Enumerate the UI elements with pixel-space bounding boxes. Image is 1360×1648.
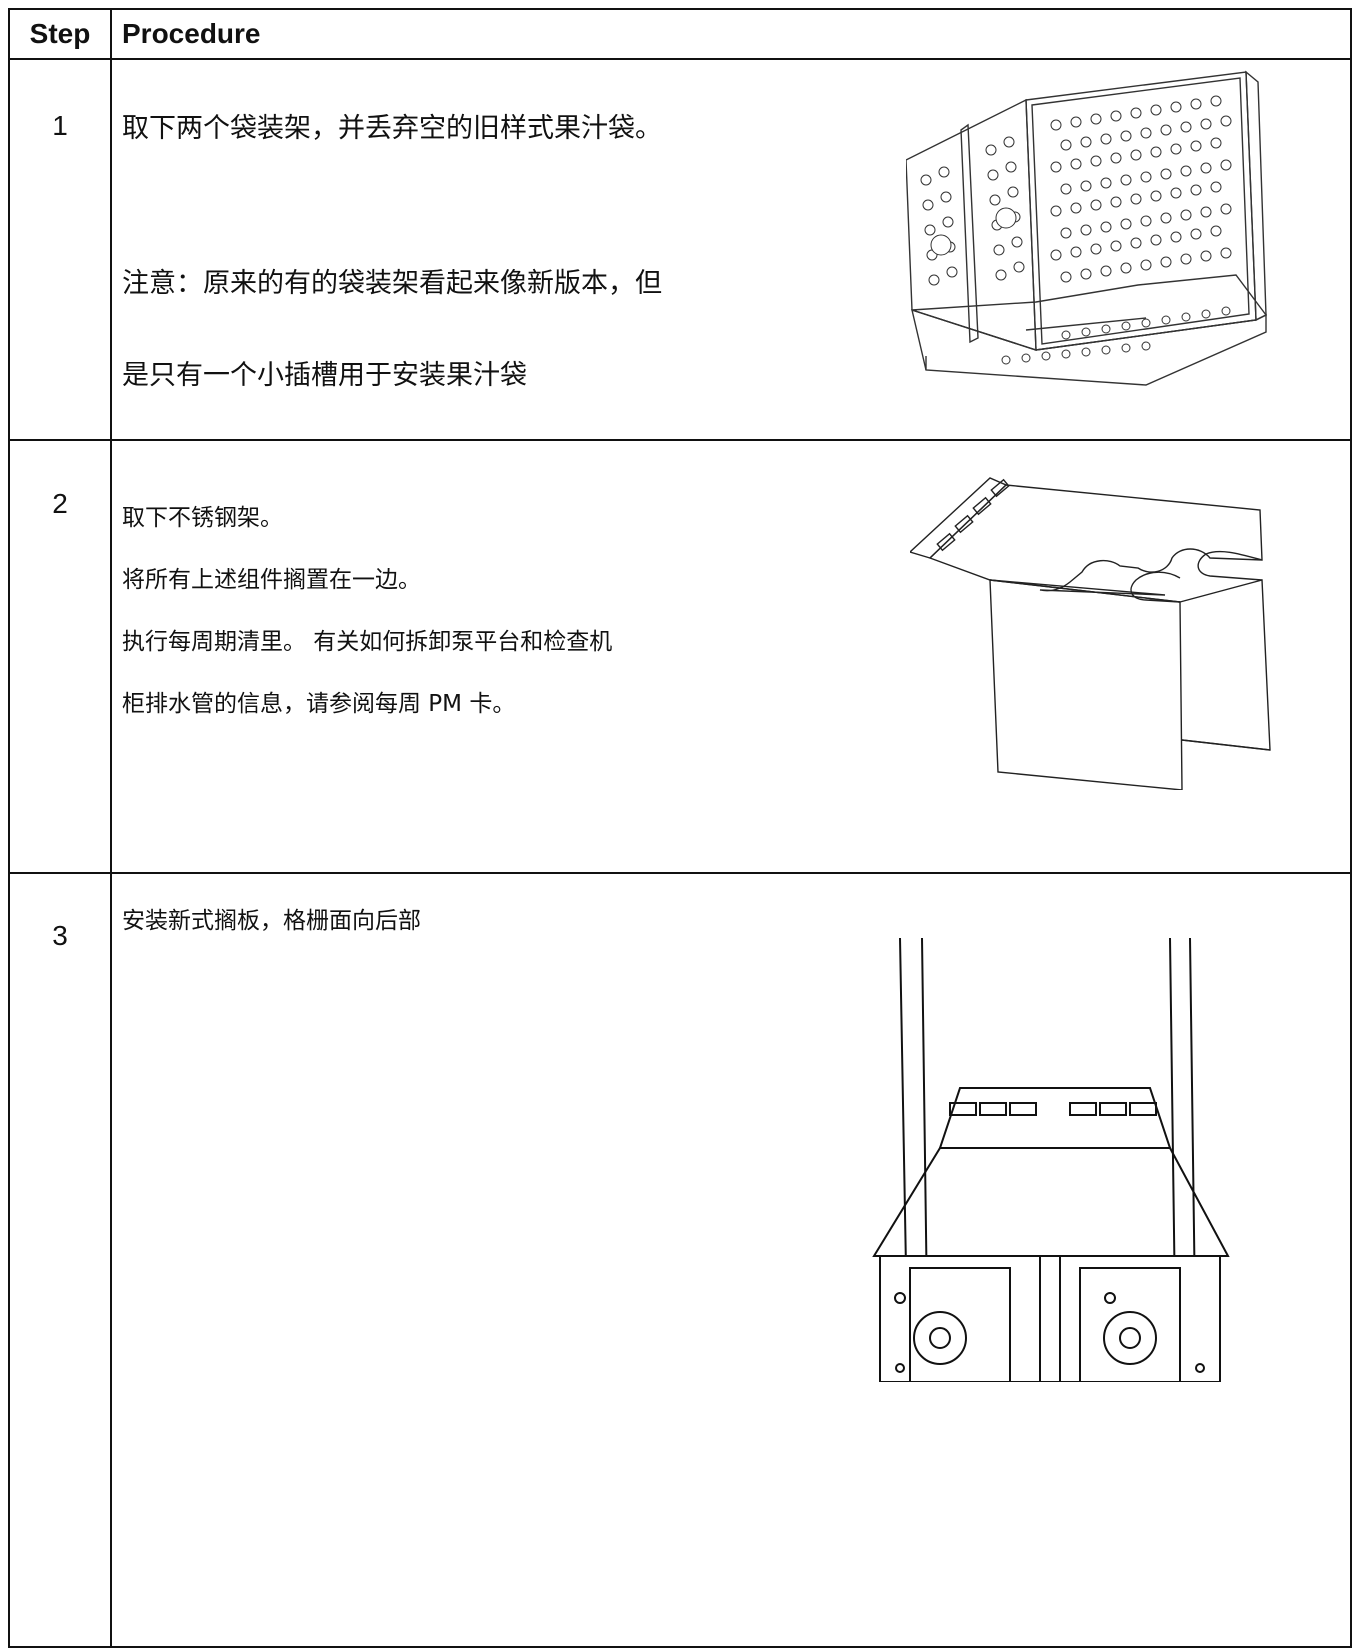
header-step: Step: [29, 18, 91, 49]
row-divider-2: [10, 872, 1350, 874]
step-2-line: 柜排水管的信息，请参阅每周 PM 卡。: [122, 691, 516, 717]
step-number: 3: [52, 920, 68, 951]
header-divider: [10, 58, 1350, 60]
bag-rack-illustration: [906, 70, 1298, 390]
step-1-note-line: 是只有一个小插槽用于安装果汁袋: [122, 360, 527, 391]
new-shelf-illustration: [870, 938, 1230, 1382]
column-divider: [110, 10, 112, 1646]
stainless-shelf-illustration: [910, 450, 1282, 790]
step-2-line: 取下不锈钢架。: [122, 505, 283, 531]
procedure-table: Step Procedure 1 取下两个袋装架，并丢弃空的旧样式果汁袋。 注意…: [8, 8, 1352, 1648]
step-number: 2: [52, 488, 68, 519]
step-2-line: 执行每周期清里。 有关如何拆卸泵平台和检查机: [122, 629, 613, 655]
row-divider-1: [10, 439, 1350, 441]
step-2-instructions: 取下不锈钢架。 将所有上述组件搁置在一边。 执行每周期清里。 有关如何拆卸泵平台…: [122, 472, 612, 751]
step-1-note: 注意：原来的有的袋装架看起来像新版本，但 是只有一个小插槽用于安装果汁袋: [122, 215, 662, 445]
step-number: 1: [52, 110, 68, 141]
step-2-line: 将所有上述组件搁置在一边。: [122, 567, 421, 593]
header-procedure: Procedure: [122, 18, 261, 49]
step-1-note-line: 注意：原来的有的袋装架看起来像新版本，但: [122, 268, 662, 299]
step-3-instruction: 安装新式搁板，格栅面向后部: [122, 908, 421, 934]
step-1-instruction: 取下两个袋装架，并丢弃空的旧样式果汁袋。: [122, 113, 662, 144]
